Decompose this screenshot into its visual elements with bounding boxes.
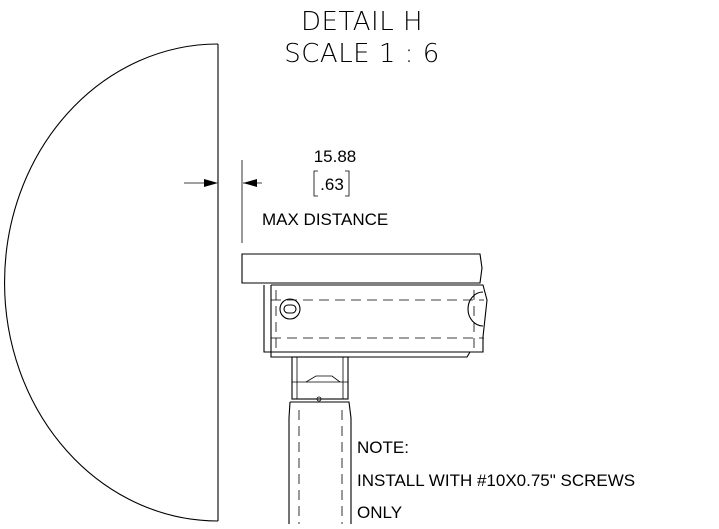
note-line-1: INSTALL WITH #10X0.75" SCREWS (357, 471, 635, 490)
top-plate (241, 253, 483, 284)
semicircle-outline (4, 43, 219, 522)
inch-brackets (313, 170, 350, 197)
connector-post (291, 356, 349, 402)
dimension-arrows (184, 160, 262, 243)
dimension-label: MAX DISTANCE (262, 210, 388, 229)
dimension-value-inch: .63 (320, 175, 344, 194)
note-line-2: ONLY (357, 503, 402, 522)
bracket-body (263, 284, 488, 353)
screw-left-icon (279, 298, 301, 320)
note-heading: NOTE: (357, 438, 409, 457)
detail-title: DETAIL H (301, 7, 423, 37)
detail-scale: SCALE 1 : 6 (284, 39, 440, 69)
screw-right-icon (467, 291, 484, 327)
dimension-value-mm: 15.88 (314, 147, 357, 166)
arm-extension (288, 401, 352, 524)
lower-bar (270, 351, 471, 358)
